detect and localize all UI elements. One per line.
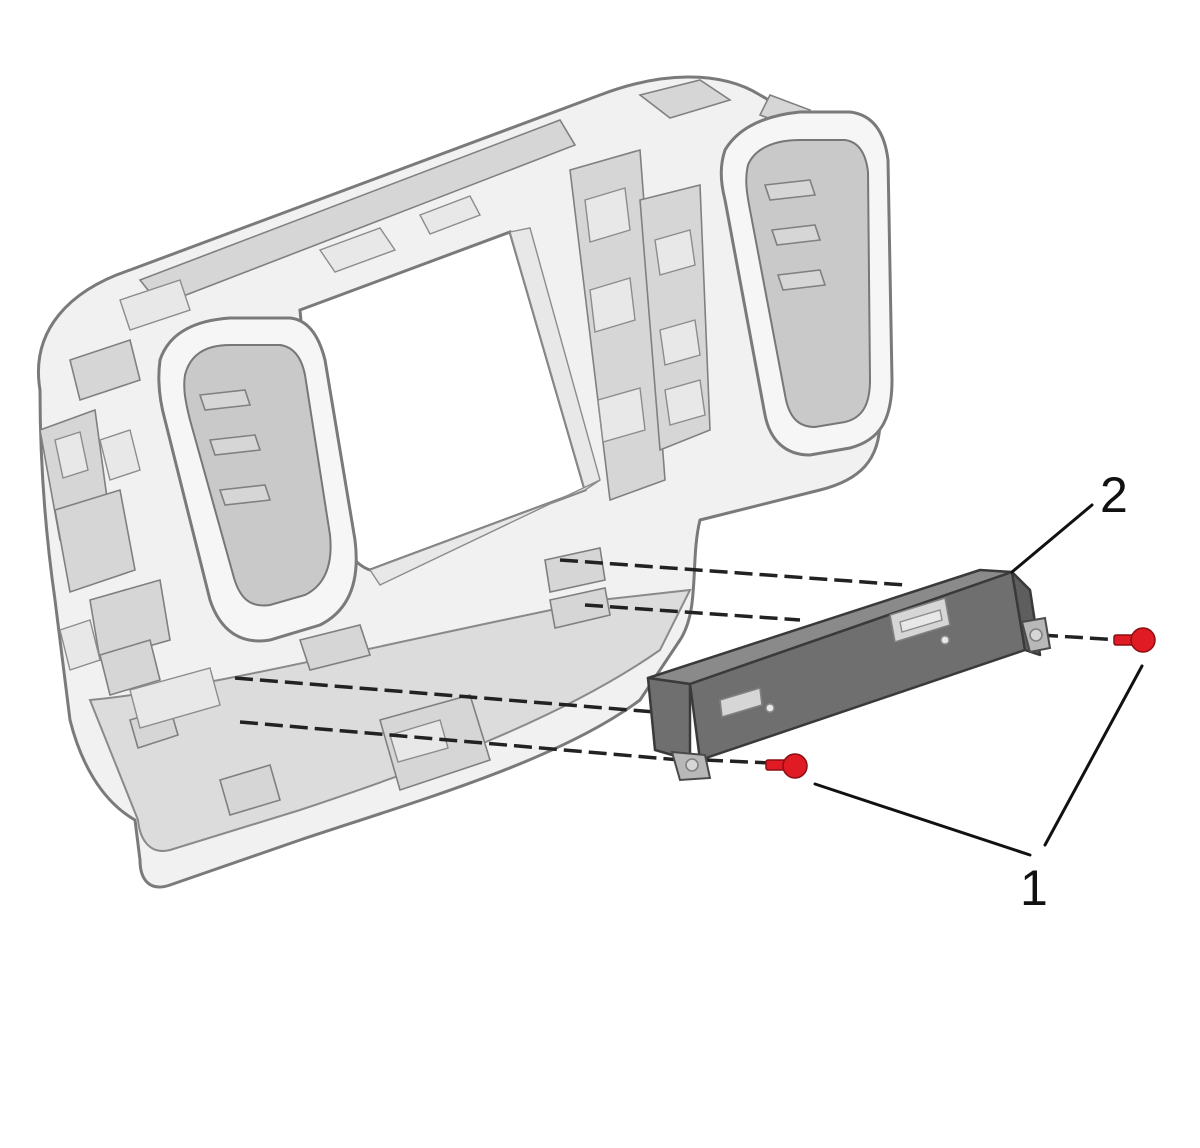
fastener-screw-upper	[1113, 627, 1156, 653]
leader-callout-1-upper	[1043, 664, 1144, 847]
right-air-vent	[719, 110, 894, 457]
left-air-vent	[157, 316, 358, 643]
alignment-lines	[234, 558, 1121, 765]
fastener-screw-lower	[765, 753, 808, 779]
leader-callout-1-lower	[813, 782, 1032, 857]
callout-label-1: 1	[1020, 860, 1048, 916]
callout-label-2: 2	[1100, 467, 1128, 523]
callout-leaders	[813, 503, 1144, 857]
leader-callout-2	[1010, 503, 1094, 574]
instrument-panel-bezel	[37, 75, 882, 889]
control-module	[646, 568, 1052, 782]
